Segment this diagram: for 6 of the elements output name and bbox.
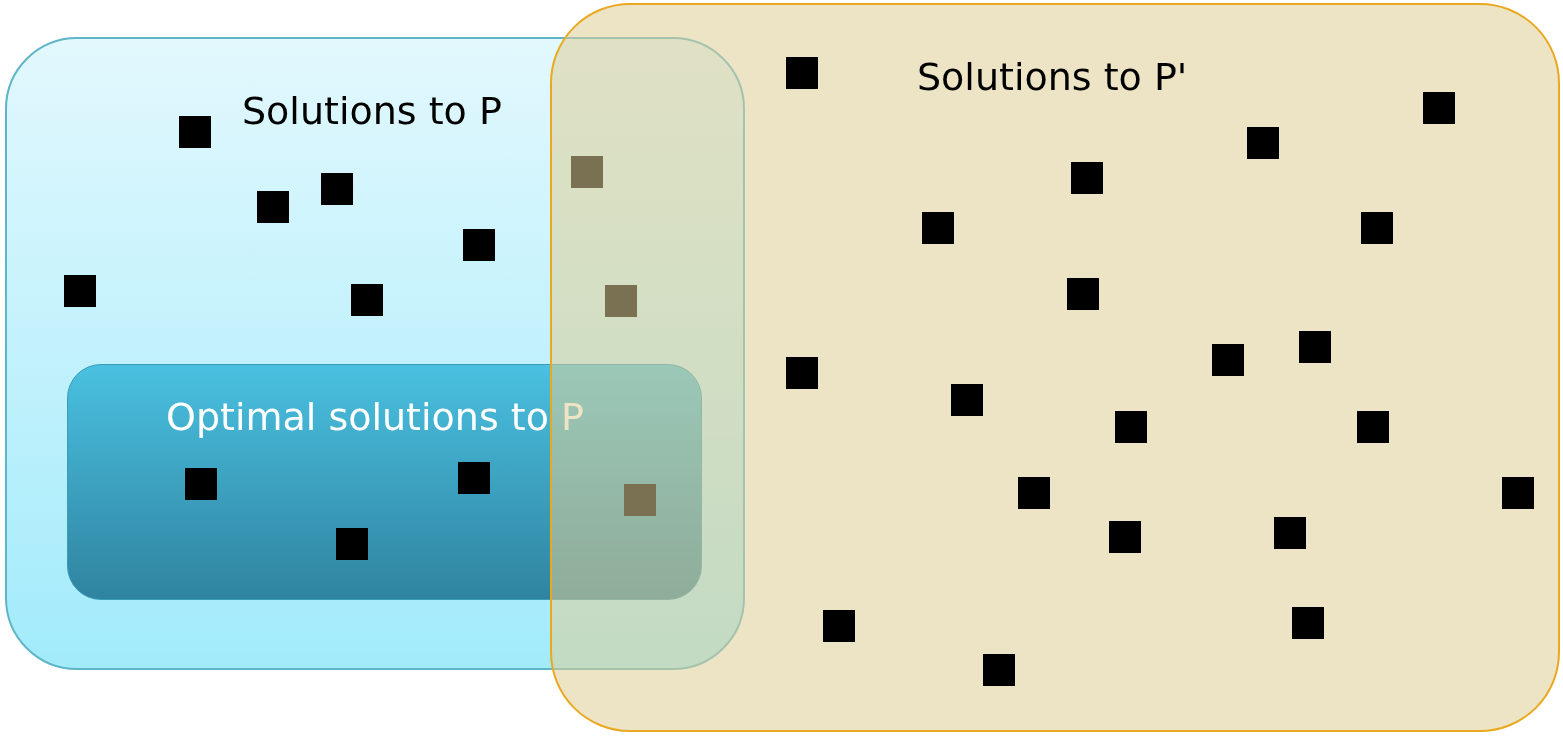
region-label: Solutions to P: [242, 89, 502, 133]
set-region: [550, 3, 1560, 732]
region-label: Optimal solutions to P: [166, 395, 584, 439]
subset-region: [67, 364, 702, 600]
region-label: Solutions to P': [917, 55, 1188, 99]
set-region: [5, 37, 745, 670]
